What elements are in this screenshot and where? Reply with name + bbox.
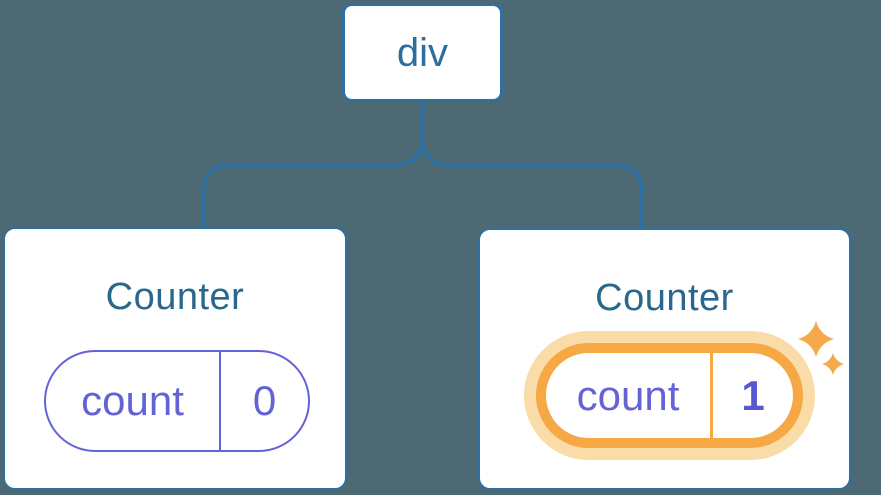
state-pill-highlight-halo: count 1 — [524, 331, 815, 460]
root-node-label: div — [396, 30, 449, 75]
pill-divider — [219, 352, 221, 450]
root-node-div: div — [342, 3, 503, 102]
pill-divider — [710, 353, 713, 438]
sparkles-icon — [798, 321, 844, 375]
state-name-label: count — [576, 371, 680, 419]
connector-left-branch — [201, 101, 425, 229]
connector-right-branch — [420, 101, 644, 229]
state-pill: count 0 — [44, 350, 310, 452]
state-value: 1 — [741, 371, 765, 419]
counter-card-left: Counter count 0 — [3, 227, 347, 490]
sparkle-small-icon — [822, 353, 844, 375]
counter-card-right: Counter count 1 — [478, 228, 851, 490]
sparkle-large-icon — [798, 321, 834, 357]
card-title: Counter — [105, 276, 245, 318]
card-title: Counter — [595, 277, 734, 319]
state-name-label: count — [81, 377, 184, 424]
state-pill-highlighted: count 1 — [536, 343, 803, 448]
state-value: 0 — [252, 377, 277, 424]
